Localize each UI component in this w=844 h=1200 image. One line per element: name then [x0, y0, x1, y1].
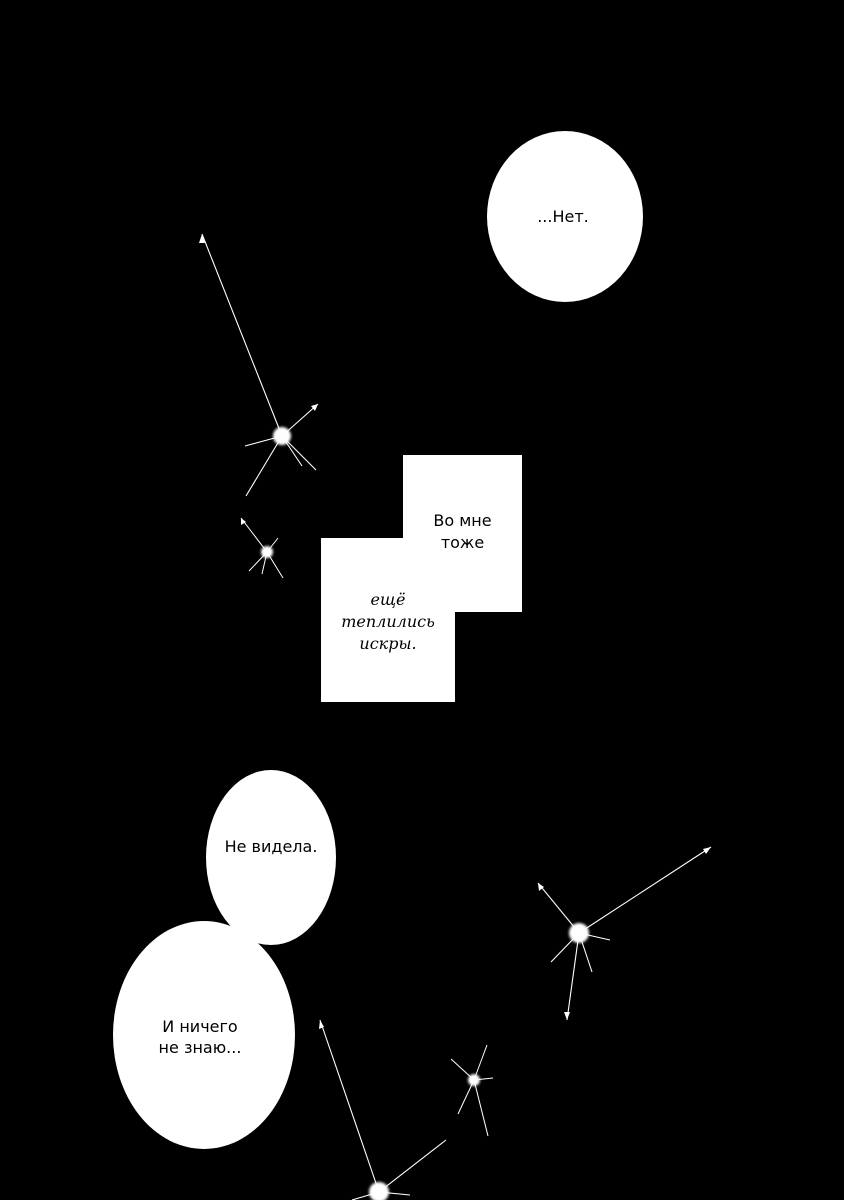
- speech-bubble: Не видела.: [206, 770, 336, 945]
- speech-bubble: ...Нет.: [487, 131, 643, 302]
- speech-text: И ничего не знаю...: [158, 1017, 242, 1057]
- sparkle-star-icon: [319, 1019, 447, 1200]
- speech-text: Не видела.: [224, 837, 318, 856]
- sparkle-star-icon: [450, 1044, 494, 1137]
- caption-box-upper: [403, 455, 522, 612]
- caption-text: ещё теплились искры.: [341, 590, 435, 653]
- caption-text: Во мне тоже: [433, 511, 492, 552]
- speech-bubble: И ничего не знаю...: [113, 921, 295, 1149]
- sparkle-star-icon: [199, 233, 319, 497]
- speech-text: ...Нет.: [537, 207, 589, 226]
- sparkle-star-icon: [240, 517, 284, 579]
- sparkle-star-icon: [537, 846, 712, 1021]
